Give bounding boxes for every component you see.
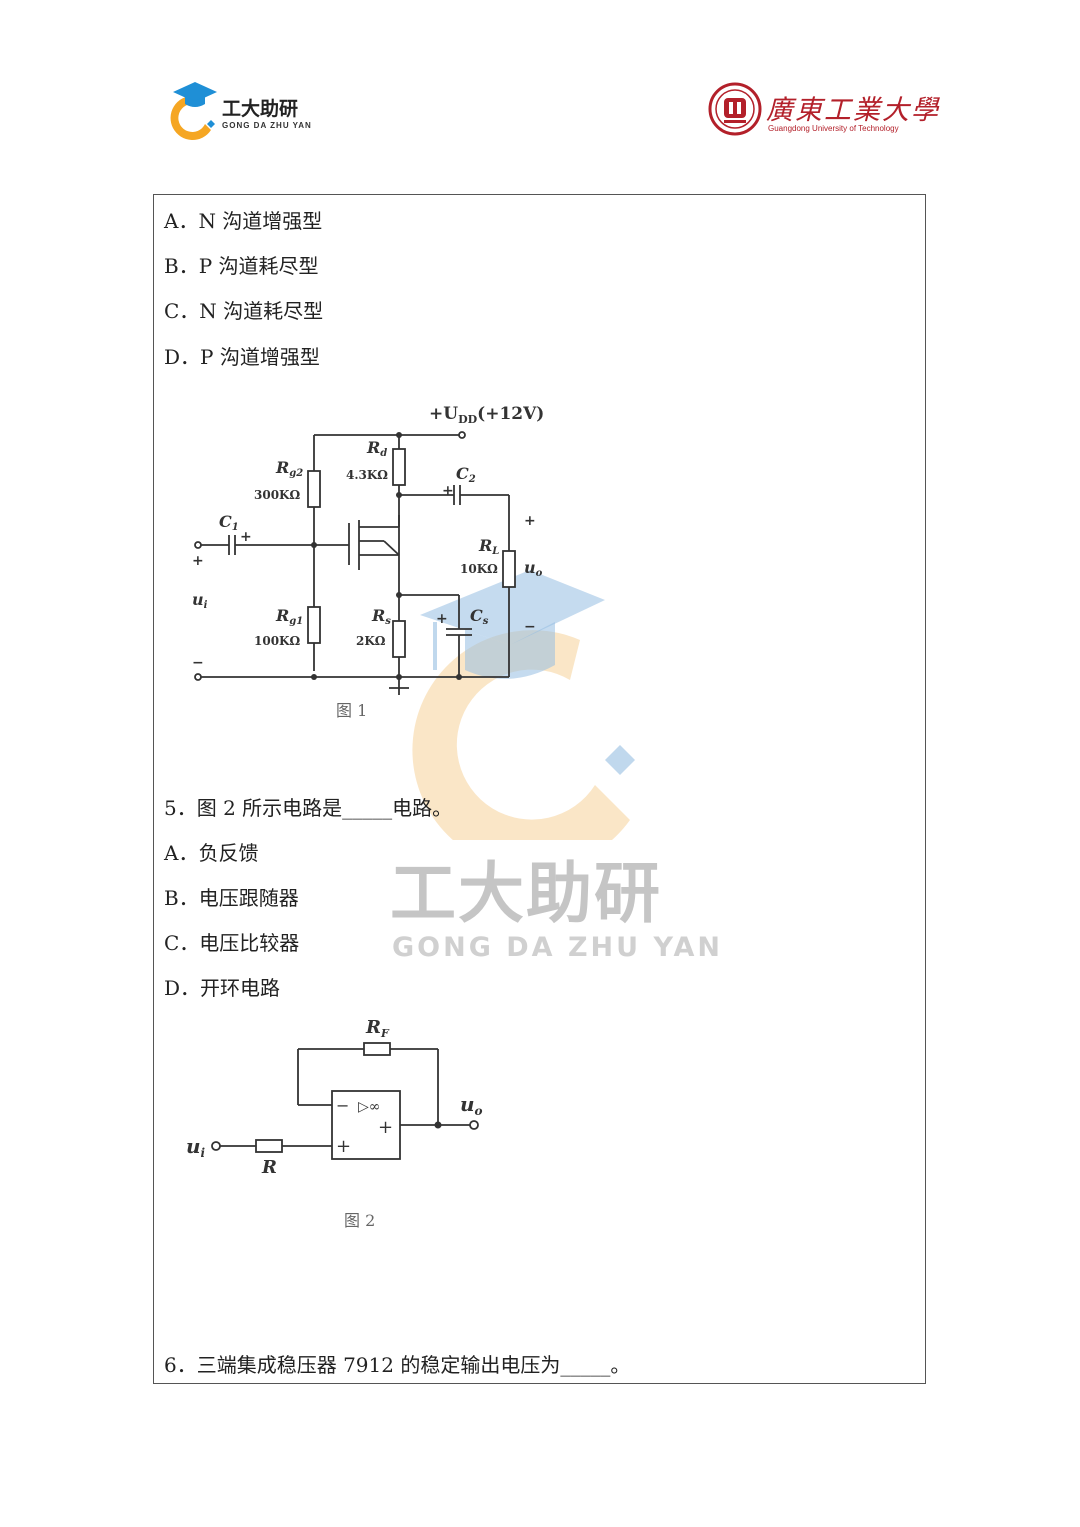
fig1-uo-sub: o [536,568,543,579]
fig2-uo-label: u [460,1092,475,1116]
fig1-rs-value: 2KΩ [356,634,386,648]
fig1-rg1-label: R [275,606,289,625]
svg-text:uo: uo [524,558,543,579]
fig2-opamp-triangle: ▷∞ [358,1099,380,1115]
fig1-cs-label: C [470,606,483,625]
brand-subtitle: GONG DA ZHU YAN [222,121,312,130]
university-seal-icon [708,82,762,136]
fig1-rl-value: 10KΩ [460,562,498,576]
fig1-rl-label: R [478,536,492,555]
fig1-c2-sub: 2 [468,474,476,485]
fig1-uo-label: u [524,558,536,577]
svg-text:Cs: Cs [470,606,489,627]
svg-text:uo: uo [460,1092,483,1118]
fig2-ui-label: u [186,1134,201,1158]
fig1-c1-sub: 1 [232,522,239,533]
q4-option-b: B．P 沟道耗尽型 [164,254,319,278]
fig1-input-minus: − [192,655,204,671]
fig1-c1-label: C [219,512,232,531]
svg-text:C1: C1 [219,512,239,533]
brand-logo: 工大助研 GONG DA ZHU YAN [165,80,325,140]
fig1-rg2-sub: g2 [289,468,303,479]
fig1-c2-label: C [456,464,469,483]
figure2-caption: 图 2 [344,1211,376,1230]
fig1-c1-plus: + [240,529,252,545]
fig2-uo-sub: o [475,1104,483,1118]
fig1-rs-sub: s [385,616,391,627]
fig2-opamp-minus: − [336,1096,349,1115]
fig1-cs-plus: + [436,611,448,627]
fig1-rs-label: R [371,606,385,625]
brand-title: 工大助研 [222,98,299,120]
fig2-opamp-plus-in: + [336,1136,351,1157]
question-box: A．N 沟道增强型 B．P 沟道耗尽型 C．N 沟道耗尽型 D．P 沟道增强型 [153,194,926,1384]
fig1-cs-sub: s [483,616,489,627]
q5-option-b: B．电压跟随器 [164,886,299,910]
fig1-ui-label: u [192,590,204,609]
fig1-rg1-sub: g1 [289,616,303,627]
university-english-name: Guangdong University of Technology [768,124,899,133]
svg-text:ui: ui [186,1134,206,1160]
q4-option-c: C．N 沟道耗尽型 [164,299,324,323]
fig1-rd-sub: d [380,448,387,459]
figure1-caption: 图 1 [336,701,368,720]
fig1-rl-sub: L [491,546,499,557]
q4-option-a: A．N 沟道增强型 [164,209,323,233]
q6-stem: 6．三端集成稳压器 7912 的稳定输出电压为_____。 [164,1353,631,1377]
fig2-ui-sub: i [201,1146,206,1160]
fig1-ui-sub: i [204,600,208,611]
q5-option-a: A．负反馈 [164,841,259,865]
fig1-rg1-value: 100KΩ [254,634,300,648]
fig1-supply-value: (+12V) [477,404,544,424]
fig1-output-plus: + [524,513,536,529]
fig2-rf-sub: F [380,1027,390,1040]
fig1-supply-label: +U [429,404,458,424]
svg-text:C2: C2 [456,464,476,485]
fig2-rf-label: R [365,1017,381,1038]
svg-text:+UDD(+12V): +UDD(+12V) [429,404,544,426]
fig1-supply-sub: DD [458,413,478,426]
svg-text:RL: RL [478,536,499,557]
graduation-cap-logo-icon [170,82,217,140]
figure1-circuit: +UDD(+12V) Rg2 300KΩ Rd 4.3KΩ C2 + C1 + … [192,404,544,695]
fig2-opamp-plus-out: + [378,1117,393,1138]
university-name: 廣東工業大學 [766,95,940,126]
svg-text:RF: RF [365,1017,390,1040]
q5-option-d: D．开环电路 [164,976,281,1000]
svg-text:ui: ui [192,590,208,611]
fig1-output-minus: − [524,619,536,635]
fig2-r-label: R [261,1157,277,1178]
fig1-input-plus: + [192,553,204,569]
fig1-c2-plus: + [442,483,454,499]
figure2-circuit: RF R ui uo − ▷∞ + + [186,1017,483,1178]
svg-text:Rg2: Rg2 [275,458,303,479]
fig1-rd-value: 4.3KΩ [346,468,388,482]
svg-text:Rd: Rd [366,438,387,459]
fig1-rd-label: R [366,438,380,457]
fig1-rg2-label: R [275,458,289,477]
svg-text:Rg1: Rg1 [275,606,303,627]
svg-text:Rs: Rs [371,606,391,627]
q4-option-d: D．P 沟道增强型 [164,345,320,369]
fig1-rg2-value: 300KΩ [254,488,300,502]
q5-option-c: C．电压比较器 [164,931,300,955]
q5-stem: 5．图 2 所示电路是_____电路。 [164,796,453,820]
university-logo: 廣東工業大學 Guangdong University of Technolog… [708,82,938,138]
